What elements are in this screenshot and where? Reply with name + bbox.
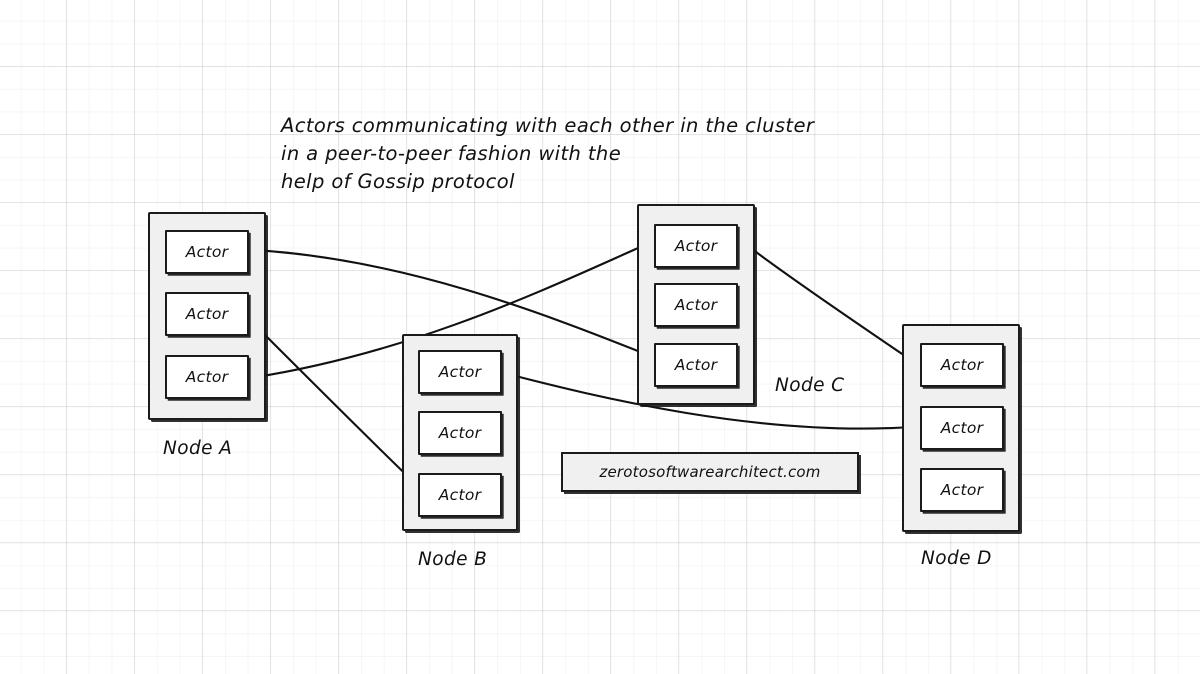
actor-box-c-3[interactable]: Actor <box>654 343 738 387</box>
actor-box-a-1[interactable]: Actor <box>165 230 249 274</box>
actor-box-d-1[interactable]: Actor <box>920 343 1004 387</box>
actor-box-a-2[interactable]: Actor <box>165 292 249 336</box>
actor-label: Actor <box>185 368 229 386</box>
actor-box-b-3[interactable]: Actor <box>418 473 502 517</box>
actor-box-c-1[interactable]: Actor <box>654 224 738 268</box>
actor-label: Actor <box>438 486 482 504</box>
actor-box-b-2[interactable]: Actor <box>418 411 502 455</box>
actor-label: Actor <box>940 419 984 437</box>
actor-label: Actor <box>185 305 229 323</box>
actor-label: Actor <box>674 237 718 255</box>
actor-label: Actor <box>438 363 482 381</box>
actor-label: Actor <box>185 243 229 261</box>
page-title: Actors communicating with each other in … <box>281 114 815 193</box>
watermark-box: zerotosoftwarearchitect.com <box>561 452 859 492</box>
actor-box-a-3[interactable]: Actor <box>165 355 249 399</box>
actor-label: Actor <box>940 356 984 374</box>
actor-label: Actor <box>674 356 718 374</box>
arrow-b3-to-a2 <box>246 316 426 494</box>
actor-box-c-2[interactable]: Actor <box>654 283 738 327</box>
node-label-c: Node C <box>775 375 845 396</box>
node-label-b: Node B <box>418 549 488 570</box>
watermark-text: zerotosoftwarearchitect.com <box>599 463 821 481</box>
node-label-a: Node A <box>163 438 233 459</box>
node-label-d: Node D <box>921 548 992 569</box>
actor-box-b-1[interactable]: Actor <box>418 350 502 394</box>
actor-label: Actor <box>438 424 482 442</box>
actor-box-d-3[interactable]: Actor <box>920 468 1004 512</box>
actor-label: Actor <box>940 481 984 499</box>
actor-box-d-2[interactable]: Actor <box>920 406 1004 450</box>
actor-label: Actor <box>674 296 718 314</box>
arrow-d1-to-c1 <box>742 241 929 373</box>
